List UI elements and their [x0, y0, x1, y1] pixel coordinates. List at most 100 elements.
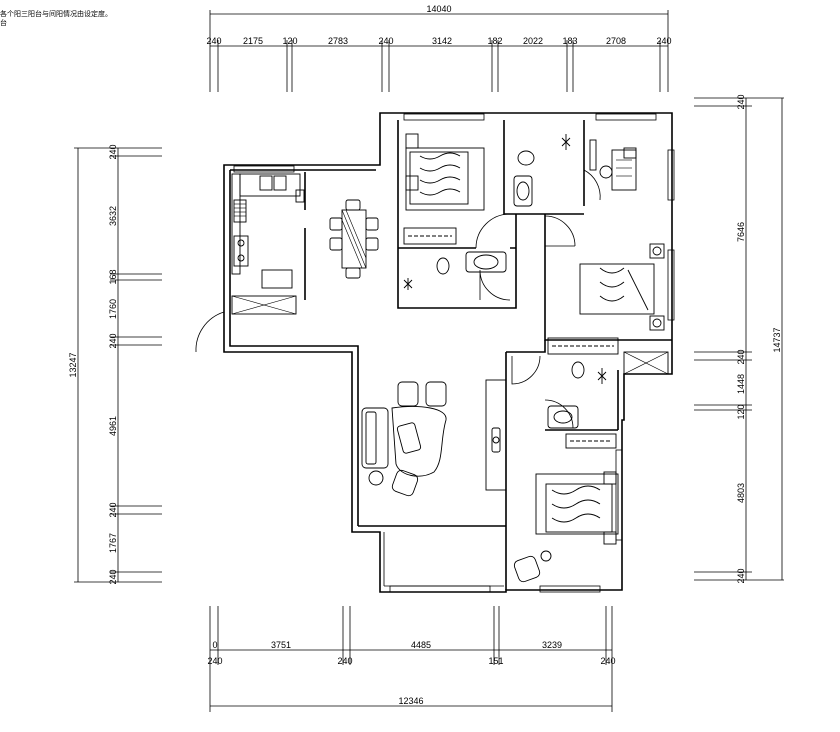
- chair-icon: [365, 237, 379, 251]
- kitchen-counter: [231, 173, 241, 275]
- dim-top-seg-6: 3142: [432, 36, 452, 46]
- wall-bath-2: [503, 120, 584, 215]
- nightstand-icon: [603, 531, 617, 545]
- plan-note: 各个阳三阳台与间阳情况由设定度。 台: [0, 10, 112, 28]
- kitchen-appliance-icon: [295, 189, 305, 203]
- door-study: [583, 169, 601, 201]
- dim-top-seg-8: 2022: [523, 36, 543, 46]
- wardrobe-1: [403, 227, 457, 245]
- dim-left-seg-2: 3632: [108, 206, 118, 226]
- wall-balcony: [383, 532, 504, 587]
- bed-3-pattern: [551, 485, 601, 523]
- armchair-icon: [397, 381, 419, 407]
- dim-top-seg-11: 240: [656, 36, 671, 46]
- sofa-icon: [361, 407, 389, 469]
- study-chair-icon: [599, 165, 613, 179]
- window-bedroom-3: [539, 585, 601, 593]
- dim-bottom-wall-2: 240: [337, 656, 352, 666]
- dim-right-total: 14737: [772, 327, 782, 352]
- shower-icon: [403, 278, 413, 290]
- dim-top-seg-2: 2175: [243, 36, 263, 46]
- chair-icon: [345, 267, 361, 279]
- side-table-icon: [368, 470, 384, 486]
- dim-left-seg-8: 1767: [108, 533, 118, 553]
- living-rug: [391, 406, 447, 477]
- study: [589, 139, 637, 191]
- burner-icon: [237, 239, 245, 247]
- bathroom-2: [513, 134, 571, 207]
- chair-icon: [365, 217, 379, 231]
- windows: [233, 113, 675, 593]
- wardrobe-2: [547, 337, 619, 355]
- bed-3-rug: [535, 473, 619, 535]
- door-bedroom-1: [475, 213, 511, 249]
- coffee-table-icon: [396, 422, 422, 454]
- bed-2-icon: [579, 263, 655, 315]
- dimension-right: 240 7646 240 1448 120 4803 240 14737: [694, 94, 784, 584]
- kitchen-sink-icon: [259, 175, 273, 191]
- dim-left-seg-9: 240: [108, 569, 118, 584]
- kitchen-cabinet: [231, 295, 297, 315]
- nightstand-icon: [649, 243, 665, 259]
- armchair-icon: [425, 381, 447, 407]
- door-bath-3: [544, 399, 574, 429]
- nightstand-icon: [405, 175, 419, 191]
- wall-bedroom-2: [544, 214, 672, 341]
- dim-left-seg-1: 240: [108, 144, 118, 159]
- bed-1-icon: [409, 151, 469, 205]
- window-bedroom-1: [403, 113, 485, 121]
- dining-table: [329, 199, 379, 279]
- dim-left-seg-6: 4961: [108, 416, 118, 436]
- dim-bottom-wall-4: 240: [600, 656, 615, 666]
- shower-icon: [597, 368, 607, 384]
- dimension-left: 13247 240 3632 168 1760 240 4961 240 176…: [68, 144, 162, 585]
- closet-cross: [623, 351, 669, 375]
- doors: [195, 169, 601, 429]
- nightstand-icon: [603, 471, 617, 485]
- toilet-icon: [436, 257, 450, 275]
- bedroom-1: [403, 133, 485, 245]
- sofa-back: [365, 411, 377, 465]
- dim-top-total: 14040: [426, 4, 451, 14]
- dim-right-seg-7: 240: [736, 568, 746, 583]
- window-balcony: [389, 585, 491, 593]
- dim-top-seg-1: 240: [206, 36, 221, 46]
- window-study: [595, 113, 657, 121]
- bed-3-icon: [545, 483, 613, 533]
- lamp-icon: [652, 318, 662, 328]
- tv-cabinet: [485, 379, 507, 491]
- bath-1-basin-icon: [473, 254, 499, 270]
- kitchen-counter-top: [239, 173, 301, 197]
- dim-top-seg-3: 120: [282, 36, 297, 46]
- chair-icon: [329, 217, 343, 231]
- plan-note-line-2: 台: [0, 19, 7, 27]
- dim-right-seg-4: 1448: [736, 374, 746, 394]
- armchair-icon: [391, 469, 419, 497]
- inner-wall-kitchen: [229, 169, 376, 526]
- dim-right-seg-3: 240: [736, 349, 746, 364]
- fridge-icon: [261, 269, 293, 289]
- armchair-icon: [513, 555, 541, 583]
- bath-3-basin-icon: [553, 410, 573, 424]
- dim-right-seg-5: 120: [736, 404, 746, 419]
- dim-left-seg-7: 240: [108, 502, 118, 517]
- toilet-icon: [571, 361, 585, 379]
- bath-1-sink-icon: [465, 251, 507, 273]
- study-shelf: [589, 139, 597, 171]
- dim-bottom-seg-1: 3751: [271, 640, 291, 650]
- toilet-icon: [517, 150, 535, 166]
- dimension-bottom: 0 3751 4485 3239 240 240 151 240 12346: [207, 606, 616, 712]
- bath-3-sink-icon: [547, 405, 579, 429]
- chair-icon: [329, 237, 343, 251]
- dim-top-seg-7: 182: [487, 36, 502, 46]
- dim-top-seg-4: 2783: [328, 36, 348, 46]
- bath-2-basin-icon: [516, 181, 530, 201]
- dim-bottom-wall-1: 240: [207, 656, 222, 666]
- nightstand-icon: [405, 133, 419, 149]
- window-bedroom-2: [667, 249, 675, 321]
- dim-left-seg-4: 1760: [108, 299, 118, 319]
- tv-icon: [491, 427, 501, 453]
- dim-right-seg-1: 240: [736, 94, 746, 109]
- wall-bedroom-1: [397, 120, 517, 309]
- bed-2-pattern: [599, 267, 649, 311]
